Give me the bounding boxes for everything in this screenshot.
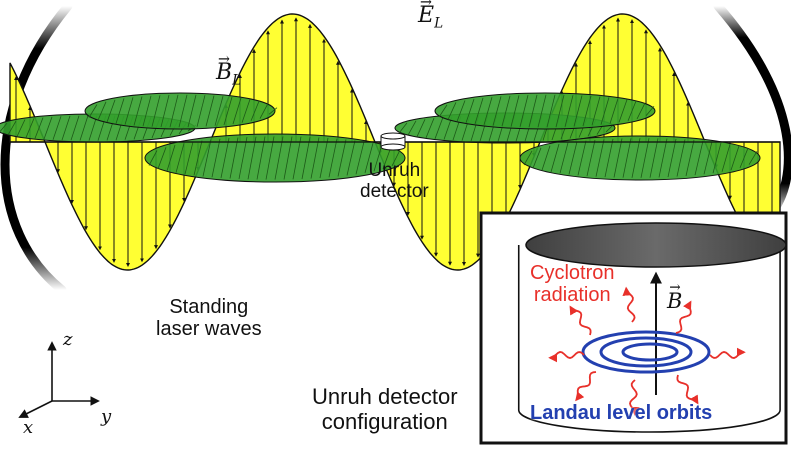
left-mirror bbox=[0, 1, 73, 295]
magnetic-field-wave bbox=[0, 92, 761, 183]
axis-x-label: x bbox=[23, 417, 34, 438]
axis-y-label: y bbox=[101, 406, 112, 427]
standing-waves-label: Standing laser waves bbox=[156, 296, 262, 341]
e-field-label: EL bbox=[418, 3, 443, 32]
unruh-detector-icon bbox=[380, 132, 406, 151]
unruh-detector-label: Unruh detector bbox=[360, 160, 429, 203]
cyclotron-label: Cyclotron radiation bbox=[530, 262, 615, 307]
b-vector-label: B bbox=[667, 289, 682, 314]
cyclotron-radiation-rays bbox=[548, 286, 746, 416]
landau-level-label: Landau level orbits bbox=[530, 402, 713, 424]
cylinder-top bbox=[525, 222, 787, 268]
inset-panel bbox=[479, 211, 788, 445]
b-field-label: BL bbox=[216, 60, 241, 89]
axis-z-label: z bbox=[63, 329, 73, 350]
landau-orbits bbox=[581, 330, 711, 374]
coordinate-axes bbox=[18, 341, 100, 418]
configuration-label: Unruh detector configuration bbox=[312, 384, 458, 434]
